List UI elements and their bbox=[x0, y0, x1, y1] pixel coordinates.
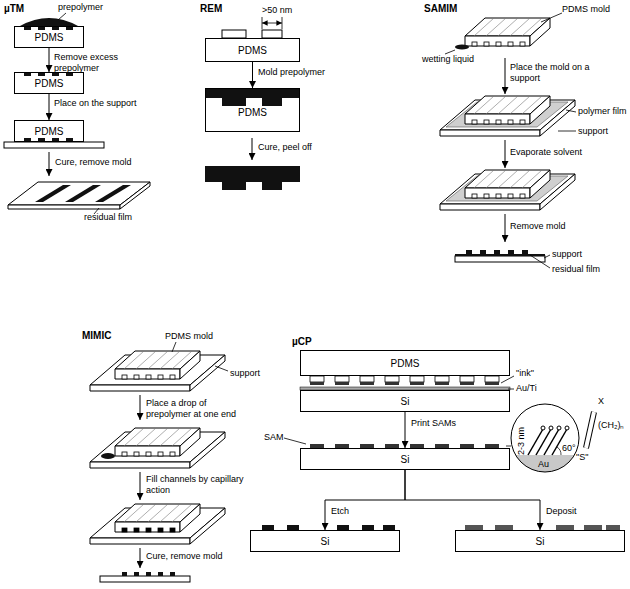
part-label: residual film bbox=[84, 212, 132, 223]
step-text: Cure, peel off bbox=[258, 142, 312, 153]
molecule-label: X bbox=[598, 396, 604, 407]
si-substrate: Si bbox=[300, 448, 510, 470]
node-text: Si bbox=[536, 536, 545, 547]
pdms-block: PDMS bbox=[14, 72, 84, 94]
part-label: PDMS mold bbox=[165, 331, 213, 342]
node-text: PDMS bbox=[391, 358, 420, 369]
si-substrate: Si bbox=[250, 530, 400, 552]
panel-title: SAMIM bbox=[424, 3, 457, 15]
si-substrate: Si bbox=[455, 530, 625, 552]
part-label: SAM bbox=[264, 432, 284, 443]
part-label: Au/Ti bbox=[516, 383, 537, 394]
pdms-stamp: PDMS bbox=[300, 350, 510, 376]
step-text: Deposit bbox=[546, 506, 577, 517]
node-text: PDMS bbox=[238, 107, 267, 118]
angle-label: 60° bbox=[562, 443, 576, 454]
part-label: polymer film bbox=[578, 106, 627, 117]
part-label: support bbox=[230, 368, 260, 379]
part-label: prepolymer bbox=[58, 2, 103, 13]
node-text: Si bbox=[401, 396, 410, 407]
dimension: 2-3 nm bbox=[516, 427, 527, 455]
step-text: Place a drop of prepolymer at one end bbox=[146, 398, 248, 420]
part-label: "ink" bbox=[516, 368, 534, 379]
part-label: support bbox=[552, 249, 582, 260]
node-text: PDMS bbox=[35, 78, 64, 89]
panel-title: MIMIC bbox=[82, 330, 111, 342]
node-text: Si bbox=[321, 536, 330, 547]
pdms-block: PDMS bbox=[14, 26, 84, 48]
panel-title: REM bbox=[200, 3, 222, 15]
process-arrow bbox=[49, 94, 50, 120]
step-text: Evaporate solvent bbox=[510, 147, 582, 158]
node-text: PDMS bbox=[238, 45, 267, 56]
molecule-label: (CH₂)ₙ bbox=[598, 420, 625, 431]
step-text: Print SAMs bbox=[411, 418, 456, 429]
panel-title: µTM bbox=[4, 3, 24, 15]
dimension: >50 nm bbox=[262, 5, 292, 16]
molecule-label: "S" bbox=[576, 452, 588, 463]
part-label: residual film bbox=[552, 264, 600, 275]
step-text: Cure, remove mold bbox=[146, 551, 223, 562]
si-substrate: Si bbox=[300, 390, 510, 412]
process-arrow bbox=[325, 470, 405, 530]
step-text: Remove mold bbox=[510, 221, 566, 232]
step-text: Cure, remove mold bbox=[55, 157, 132, 168]
step-text: Fill channels by capillary action bbox=[146, 474, 246, 496]
pdms-block: PDMS bbox=[205, 88, 300, 132]
pdms-block: PDMS bbox=[205, 38, 300, 62]
step-text: Mold prepolymer bbox=[258, 67, 325, 78]
step-text: Remove excess prepolymer bbox=[54, 52, 144, 74]
step-text: Place the mold on a support bbox=[510, 62, 622, 84]
process-arrow bbox=[405, 412, 406, 448]
process-arrow bbox=[405, 470, 540, 530]
step-text: Place on the support bbox=[54, 98, 154, 109]
panel-title: µCP bbox=[292, 336, 312, 348]
part-label: PDMS mold bbox=[562, 4, 610, 15]
part-label: wetting liquid bbox=[422, 54, 474, 65]
node-text: Si bbox=[401, 454, 410, 465]
node-text: PDMS bbox=[35, 32, 64, 43]
part-label: support bbox=[578, 126, 608, 137]
process-arrow bbox=[49, 48, 50, 72]
process-arrow bbox=[252, 62, 253, 88]
part-label: Au bbox=[538, 459, 549, 470]
pdms-block: PDMS bbox=[14, 120, 84, 142]
node-text: PDMS bbox=[35, 126, 64, 137]
step-text: Etch bbox=[331, 506, 349, 517]
